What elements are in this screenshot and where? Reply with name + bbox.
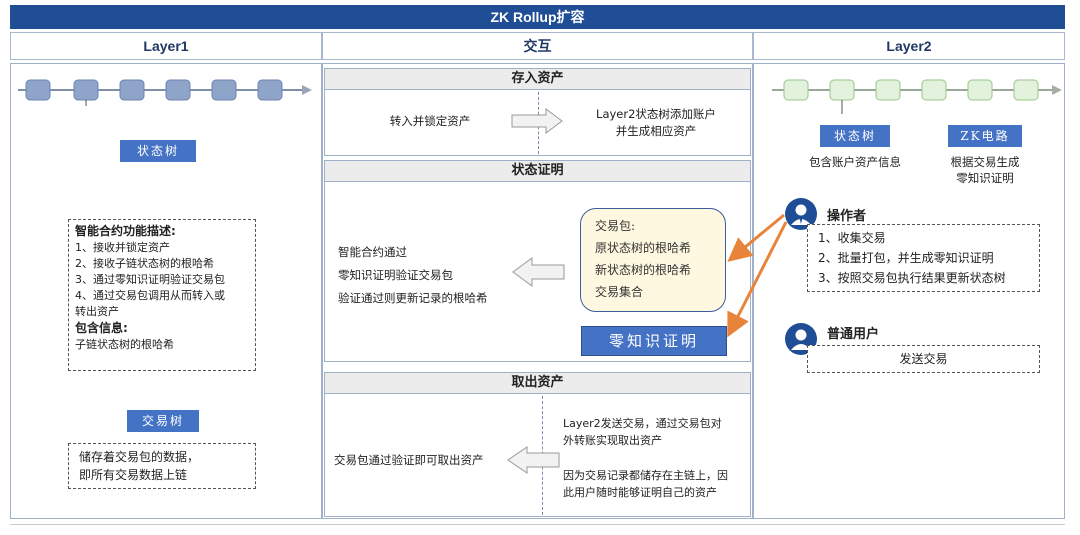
block — [73, 79, 99, 101]
deposit-left-text: 转入并锁定资产 — [389, 114, 471, 128]
packet-line: 交易集合 — [595, 285, 644, 299]
block — [119, 79, 145, 101]
layer1-state-tree-tag: 状态树 — [120, 140, 196, 162]
chain-arrowhead — [1052, 85, 1062, 95]
operator-task: 3、按照交易包执行结果更新状态树 — [818, 271, 1006, 285]
layer1-chain — [18, 79, 312, 106]
packet-line: 交易包: — [595, 219, 636, 233]
block — [829, 79, 855, 101]
block — [921, 79, 947, 101]
block — [1013, 79, 1039, 101]
contract-info-heading: 包含信息: — [75, 321, 128, 335]
operator-task: 1、收集交易 — [818, 231, 886, 245]
contract-description-box: 智能合约功能描述: 1、接收并锁定资产 2、接收子链状态树的根哈希 3、通过零知… — [68, 219, 256, 371]
normal-user-label: 普通用户 — [827, 327, 880, 342]
block — [967, 79, 993, 101]
contract-heading: 智能合约功能描述: — [75, 224, 176, 238]
column-header-layer1: Layer1 — [10, 32, 322, 60]
column-header-interaction: 交互 — [322, 32, 753, 60]
footer-divider — [10, 524, 1065, 525]
left-arrow-shape — [512, 257, 565, 287]
tx-tree-description-box: 储存着交易包的数据， 即所有交易数据上链 — [68, 443, 256, 489]
zero-knowledge-proof-box: 零知识证明 — [581, 326, 727, 356]
layer2-chain — [772, 79, 1062, 114]
proof-left-text: 智能合约通过 零知识证明验证交易包 验证通过则更新记录的根哈希 — [338, 241, 528, 310]
withdraw-left-text: 交易包通过验证即可取出资产 — [334, 453, 484, 467]
contract-item: 3、通过零知识证明验证交易包 — [75, 273, 225, 286]
deposit-right-line: Layer2状态树添加账户 — [596, 107, 716, 121]
operator-label: 操作者 — [827, 209, 867, 224]
contract-item: 1、接收并锁定资产 — [75, 241, 170, 254]
block — [25, 79, 51, 101]
withdraw-right-line: 外转账实现取出资产 — [563, 434, 662, 447]
chain-arrowhead — [302, 85, 312, 95]
operator-avatar-icon — [785, 198, 817, 230]
transaction-packet-box: 交易包: 原状态树的根哈希 新状态树的根哈希 交易集合 — [580, 208, 726, 312]
block — [211, 79, 237, 101]
layer2-zk-circuit-tag: ZK电路 — [948, 125, 1022, 147]
proof-left-line: 验证通过则更新记录的根哈希 — [338, 291, 488, 305]
diagram-title: ZK Rollup扩容 — [10, 5, 1065, 29]
block — [257, 79, 283, 101]
operator-tasks-box: 1、收集交易 2、批量打包，并生成零知识证明 3、按照交易包执行结果更新状态树 — [807, 224, 1040, 292]
contract-item: 转出资产 — [75, 305, 119, 318]
contract-item: 4、通过交易包调用从而转入或 — [75, 289, 225, 302]
zk-desc-line: 根据交易生成 — [950, 155, 1020, 169]
packet-line: 原状态树的根哈希 — [595, 241, 692, 255]
block — [783, 79, 809, 101]
block — [165, 79, 191, 101]
deposit-right-text: Layer2状态树添加账户 并生成相应资产 — [566, 106, 746, 140]
operator-task: 2、批量打包，并生成零知识证明 — [818, 251, 994, 265]
deposit-right-line: 并生成相应资产 — [615, 124, 697, 138]
send-transaction-box: 发送交易 — [807, 345, 1040, 373]
contract-item: 2、接收子链状态树的根哈希 — [75, 257, 214, 270]
tx-box-line: 储存着交易包的数据， — [79, 450, 200, 464]
deposit-arrow-right — [511, 108, 563, 134]
withdraw-section-header: 取出资产 — [324, 372, 751, 394]
deposit-section-header: 存入资产 — [324, 68, 751, 90]
proof-arrow-left — [512, 257, 565, 287]
zk-desc-line: 零知识证明 — [956, 171, 1014, 185]
block — [875, 79, 901, 101]
contract-info: 子链状态树的根哈希 — [75, 338, 174, 351]
tx-box-line: 即所有交易数据上链 — [79, 468, 188, 482]
withdraw-arrow-left — [507, 446, 560, 474]
layer1-tx-tree-tag: 交易树 — [127, 410, 199, 432]
left-arrow-shape — [507, 446, 560, 474]
zk-circuit-description: 根据交易生成 零知识证明 — [920, 154, 1050, 186]
column-header-layer2: Layer2 — [753, 32, 1065, 60]
withdraw-right-text-2: 因为交易记录都储存在主链上，因 此用户随时能够证明自己的资产 — [563, 467, 749, 501]
layer2-state-tree-tag: 状态树 — [820, 125, 890, 147]
state-tree-description: 包含账户资产信息 — [809, 155, 901, 169]
proof-left-line: 智能合约通过 — [338, 245, 407, 259]
proof-section-header: 状态证明 — [324, 160, 751, 182]
withdraw-right-line: 此用户随时能够证明自己的资产 — [563, 486, 717, 499]
packet-line: 新状态树的根哈希 — [595, 263, 692, 277]
right-arrow-shape — [511, 108, 563, 134]
withdraw-right-line: Layer2发送交易，通过交易包对 — [563, 417, 722, 430]
withdraw-right-line: 因为交易记录都储存在主链上，因 — [563, 469, 728, 482]
withdraw-right-text-1: Layer2发送交易，通过交易包对 外转账实现取出资产 — [563, 415, 749, 449]
proof-left-line: 零知识证明验证交易包 — [338, 268, 453, 282]
